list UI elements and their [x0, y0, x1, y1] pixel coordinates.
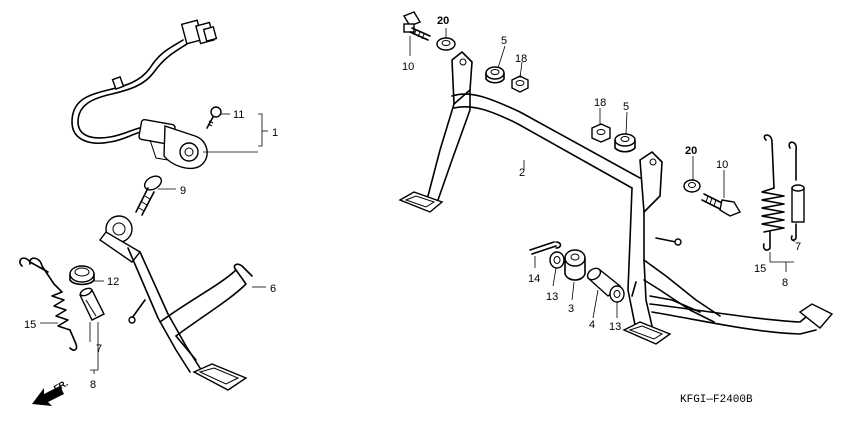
- callout-15-right: 15: [754, 263, 766, 275]
- callout-7-left: 7: [96, 343, 102, 355]
- callout-20-right: 20: [685, 145, 697, 157]
- callout-2: 2: [519, 167, 525, 179]
- main-stand-bushing-top: [485, 66, 505, 84]
- side-stand-collar: [69, 265, 95, 286]
- side-stand-bolt: [135, 175, 163, 216]
- pivot-washer-right: [609, 285, 625, 303]
- main-stand-spring-pin: [788, 141, 805, 241]
- cotter-pin: [529, 241, 562, 255]
- main-stand-bolt-right: [701, 193, 742, 217]
- callout-5-middle: 5: [623, 101, 629, 113]
- main-stand-bolt-top: [402, 11, 431, 41]
- main-stand-bushing-middle: [614, 133, 636, 153]
- callout-7-right: 7: [795, 241, 801, 253]
- front-direction-arrow: [32, 386, 64, 406]
- main-stand-nut-middle: [591, 123, 611, 143]
- side-stand-spring: [19, 257, 78, 351]
- callout-3: 3: [568, 303, 574, 315]
- main-stand-nut-top: [511, 75, 529, 93]
- callout-11: 11: [233, 109, 244, 121]
- main-stand-spring: [761, 134, 785, 251]
- pivot-collar: [564, 249, 586, 281]
- callout-18-top: 18: [515, 53, 527, 65]
- front-direction-label: FR.: [52, 378, 70, 394]
- diagram-code: KFGI—F2400B: [680, 394, 753, 406]
- callout-6: 6: [270, 283, 276, 295]
- callout-10-right: 10: [716, 159, 728, 171]
- callout-18-middle: 18: [594, 97, 606, 109]
- main-stand-washer-top: [436, 37, 456, 51]
- callout-8-left: 8: [90, 379, 96, 391]
- main-stand-washer-right: [683, 179, 701, 193]
- callout-15-left: 15: [24, 319, 36, 331]
- leader-lines: [40, 28, 795, 374]
- pivot-washer-left: [549, 251, 565, 269]
- callout-1: 1: [272, 127, 278, 139]
- callout-8-right: 8: [782, 277, 788, 289]
- callout-13-right: 13: [609, 321, 621, 333]
- callout-14: 14: [528, 273, 540, 285]
- callout-5-top: 5: [501, 35, 507, 47]
- callout-13-left: 13: [546, 291, 558, 303]
- side-stand: [99, 215, 253, 391]
- callout-20-top: 20: [437, 15, 449, 27]
- callout-labels: 1 2 3 4 5 5 6 7 7 8 8 9 10 10 11 12 13 1…: [24, 15, 801, 391]
- callout-12: 12: [107, 276, 119, 288]
- callout-9: 9: [180, 185, 186, 197]
- switch-screw: [206, 106, 222, 129]
- main-stand: [398, 51, 834, 345]
- callout-4: 4: [589, 319, 595, 331]
- side-stand-switch: [71, 19, 218, 170]
- spring-pin: [79, 287, 105, 321]
- callout-10-top: 10: [402, 61, 414, 73]
